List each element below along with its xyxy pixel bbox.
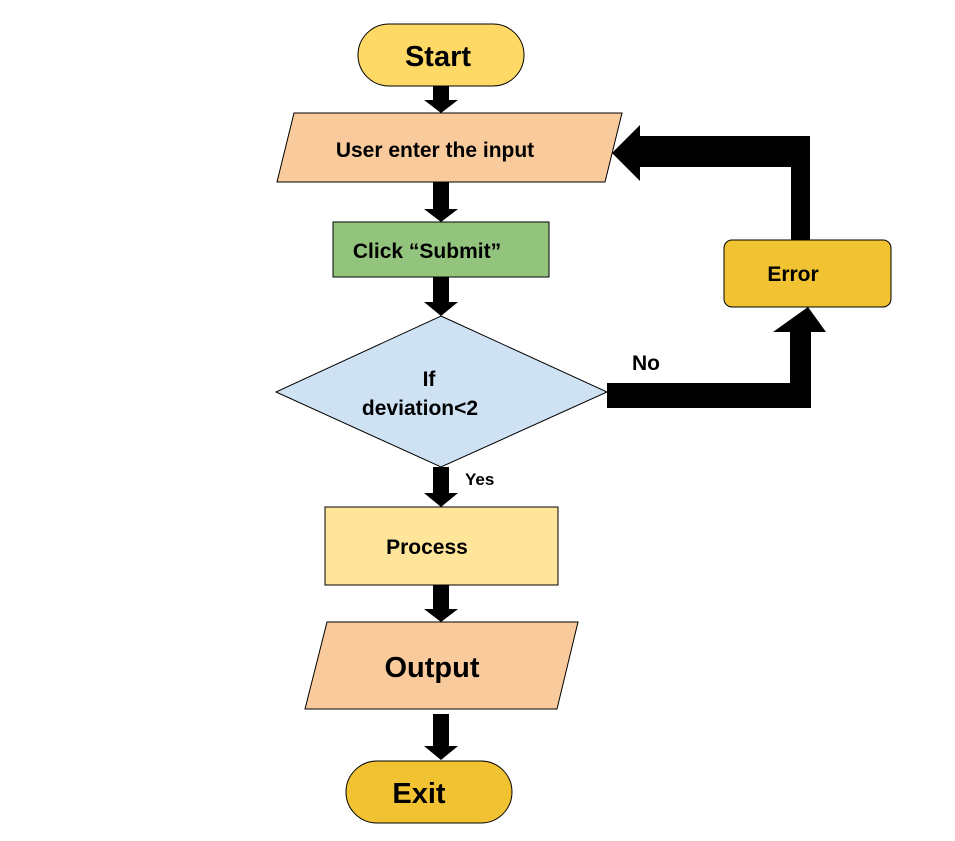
process-label: Process [386, 536, 468, 559]
arrow-head [424, 746, 458, 760]
arrow-shaft [433, 714, 449, 747]
arrow-loop-path [612, 125, 810, 240]
arrow-head [424, 209, 458, 222]
error-node: Error [723, 239, 892, 308]
exit-shape [345, 760, 513, 824]
submit-label: Click “Submit” [353, 240, 501, 263]
input-node: User enter the input [276, 112, 623, 183]
arrow-shaft [433, 467, 449, 494]
start-node: Start [357, 23, 525, 87]
arrow-head [424, 302, 458, 316]
output-shape [304, 621, 579, 710]
start-label: Start [405, 41, 471, 73]
exit-label: Exit [392, 778, 446, 810]
arrow-head [424, 609, 458, 622]
decision-node: If deviation<2 [274, 315, 609, 468]
arrow-error-to-input [612, 125, 810, 240]
input-shape [276, 112, 623, 183]
yes-label: Yes [465, 470, 494, 489]
arrow-shaft [433, 585, 449, 610]
submit-shape [332, 221, 550, 278]
arrow-no-to-error [607, 307, 826, 408]
decision-shape [274, 315, 609, 468]
arrow-input-to-submit [424, 182, 458, 222]
arrow-yes-to-process [424, 467, 458, 507]
arrow-head [424, 493, 458, 507]
arrow-output-to-exit [424, 714, 458, 760]
input-label: User enter the input [336, 139, 534, 162]
arrow-shaft [433, 277, 449, 303]
exit-node: Exit [345, 760, 513, 824]
process-node: Process [324, 506, 559, 586]
error-label: Error [767, 263, 818, 286]
decision-label-line1: If [423, 368, 437, 391]
arrow-submit-to-decision [424, 277, 458, 316]
submit-node: Click “Submit” [332, 221, 550, 278]
output-label: Output [384, 652, 479, 684]
arrow-start-to-input [424, 86, 458, 113]
output-node: Output [304, 621, 579, 710]
decision-label-line2: deviation<2 [362, 397, 478, 420]
process-shape [324, 506, 559, 586]
arrow-no-path [607, 307, 826, 408]
no-label: No [632, 352, 660, 375]
arrow-shaft [433, 182, 449, 210]
arrow-shaft [433, 86, 449, 101]
arrow-process-to-output [424, 585, 458, 622]
arrow-head [424, 100, 458, 113]
